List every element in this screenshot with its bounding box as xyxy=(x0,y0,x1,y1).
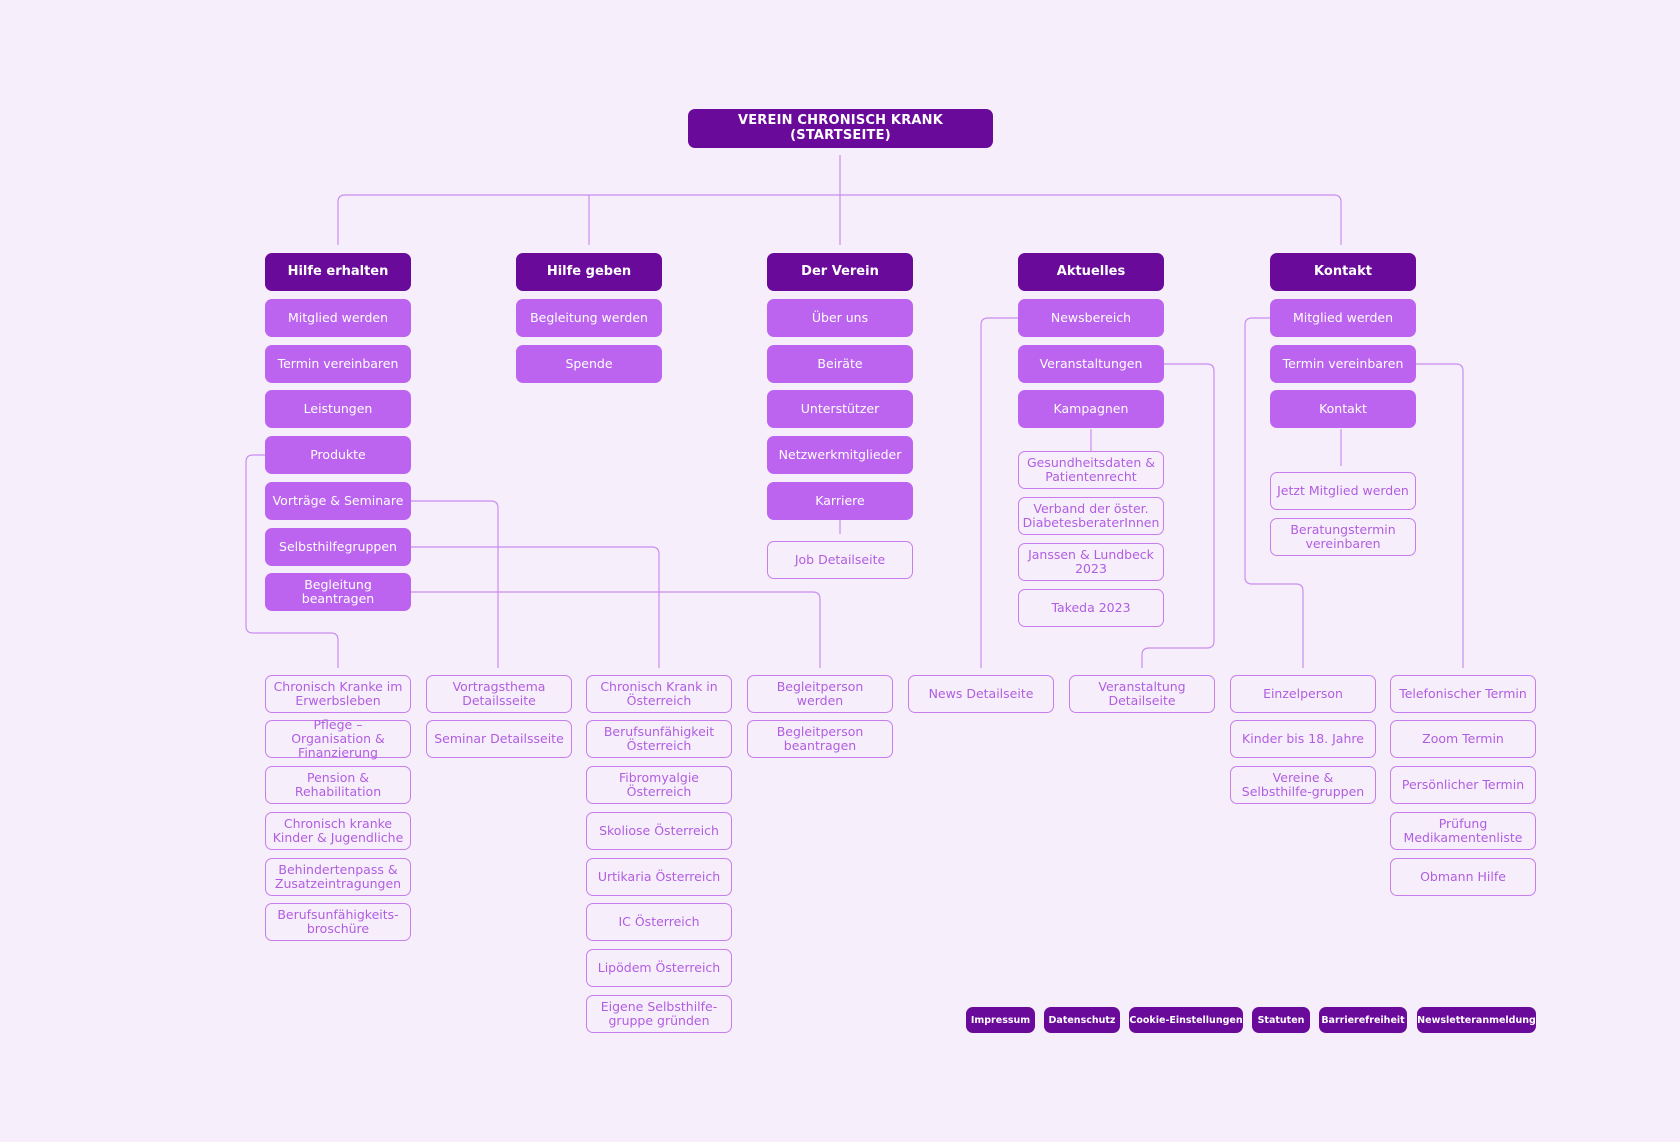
produkte-pension[interactable]: Pension & Rehabilitation xyxy=(265,766,411,804)
kampagne-diabetesberater[interactable]: Verband der öster. DiabetesberaterInnen xyxy=(1018,497,1164,535)
produkte-kinder[interactable]: Chronisch kranke Kinder & Jugendliche xyxy=(265,812,411,850)
section-aktuelles[interactable]: Aktuelles xyxy=(1018,253,1164,291)
termin-medikamentenliste[interactable]: Prüfung Medikamentenliste xyxy=(1390,812,1536,850)
hilfe-geben-begleitung-werden[interactable]: Begleitung werden xyxy=(516,299,662,337)
hilfe-erhalten-vortraege-seminare[interactable]: Vorträge & Seminare xyxy=(265,482,411,520)
kontakt-kontakt[interactable]: Kontakt xyxy=(1270,390,1416,428)
hilfe-erhalten-leistungen[interactable]: Leistungen xyxy=(265,390,411,428)
hilfe-erhalten-produkte[interactable]: Produkte xyxy=(265,436,411,474)
kampagne-gesundheitsdaten[interactable]: Gesundheitsdaten & Patientenrecht xyxy=(1018,451,1164,489)
root-startseite[interactable]: VEREIN CHRONISCH KRANK (STARTSEITE) xyxy=(688,109,993,148)
footer-statuten[interactable]: Statuten xyxy=(1252,1007,1310,1033)
mitglied-kinder[interactable]: Kinder bis 18. Jahre xyxy=(1230,720,1376,758)
veranstaltung-detailseite[interactable]: Veranstaltung Detailseite xyxy=(1069,675,1215,713)
verein-netzwerkmitglieder[interactable]: Netzwerkmitglieder xyxy=(767,436,913,474)
section-hilfe-geben[interactable]: Hilfe geben xyxy=(516,253,662,291)
termin-obmann-hilfe[interactable]: Obmann Hilfe xyxy=(1390,858,1536,896)
verein-ueber-uns[interactable]: Über uns xyxy=(767,299,913,337)
hilfe-erhalten-mitglied-werden[interactable]: Mitglied werden xyxy=(265,299,411,337)
verein-beiraete[interactable]: Beiräte xyxy=(767,345,913,383)
kontakt-termin-vereinbaren[interactable]: Termin vereinbaren xyxy=(1270,345,1416,383)
hilfe-erhalten-begleitung-beantragen[interactable]: Begleitung beantragen xyxy=(265,573,411,611)
aktuelles-veranstaltungen[interactable]: Veranstaltungen xyxy=(1018,345,1164,383)
footer-impressum[interactable]: Impressum xyxy=(966,1007,1035,1033)
kontakt-mitglied-werden[interactable]: Mitglied werden xyxy=(1270,299,1416,337)
kampagne-takeda[interactable]: Takeda 2023 xyxy=(1018,589,1164,627)
verein-unterstuetzer[interactable]: Unterstützer xyxy=(767,390,913,428)
section-kontakt[interactable]: Kontakt xyxy=(1270,253,1416,291)
hilfe-erhalten-selbsthilfegruppen[interactable]: Selbsthilfegruppen xyxy=(265,528,411,566)
vortrag-detailseite[interactable]: Vortragsthema Detailsseite xyxy=(426,675,572,713)
produkte-broschuere[interactable]: Berufsunfähigkeits-broschüre xyxy=(265,903,411,941)
shg-ic[interactable]: IC Österreich xyxy=(586,903,732,941)
kampagne-janssen-lundbeck[interactable]: Janssen & Lundbeck 2023 xyxy=(1018,543,1164,581)
news-detailseite[interactable]: News Detailseite xyxy=(908,675,1054,713)
termin-telefonisch[interactable]: Telefonischer Termin xyxy=(1390,675,1536,713)
kontakt-beratungstermin[interactable]: Beratungstermin vereinbaren xyxy=(1270,518,1416,556)
shg-skoliose[interactable]: Skoliose Österreich xyxy=(586,812,732,850)
hilfe-erhalten-termin-vereinbaren[interactable]: Termin vereinbaren xyxy=(265,345,411,383)
mitglied-einzelperson[interactable]: Einzelperson xyxy=(1230,675,1376,713)
kontakt-jetzt-mitglied-werden[interactable]: Jetzt Mitglied werden xyxy=(1270,472,1416,510)
begleitperson-beantragen[interactable]: Begleitperson beantragen xyxy=(747,720,893,758)
shg-berufsunfaehigkeit[interactable]: Berufsunfähigkeit Österreich xyxy=(586,720,732,758)
shg-eigene-gruenden[interactable]: Eigene Selbsthilfe-gruppe gründen xyxy=(586,995,732,1033)
shg-fibromyalgie[interactable]: Fibromyalgie Österreich xyxy=(586,766,732,804)
shg-lipoedem[interactable]: Lipödem Österreich xyxy=(586,949,732,987)
footer-cookie-einstellungen[interactable]: Cookie-Einstellungen xyxy=(1129,1007,1243,1033)
shg-chronisch-krank[interactable]: Chronisch Krank in Österreich xyxy=(586,675,732,713)
section-hilfe-erhalten[interactable]: Hilfe erhalten xyxy=(265,253,411,291)
seminar-detailseite[interactable]: Seminar Detailsseite xyxy=(426,720,572,758)
produkte-pflege[interactable]: Pflege – Organisation & Finanzierung xyxy=(265,718,411,760)
footer-barrierefreiheit[interactable]: Barrierefreiheit xyxy=(1319,1007,1407,1033)
termin-zoom[interactable]: Zoom Termin xyxy=(1390,720,1536,758)
shg-urtikaria[interactable]: Urtikaria Österreich xyxy=(586,858,732,896)
produkte-behindertenpass[interactable]: Behindertenpass & Zusatzeintragungen xyxy=(265,858,411,896)
mitglied-vereine[interactable]: Vereine & Selbsthilfe-gruppen xyxy=(1230,766,1376,804)
begleitperson-werden[interactable]: Begleitperson werden xyxy=(747,675,893,713)
produkte-erwerbsleben[interactable]: Chronisch Kranke im Erwerbsleben xyxy=(265,675,411,713)
aktuelles-kampagnen[interactable]: Kampagnen xyxy=(1018,390,1164,428)
hilfe-geben-spende[interactable]: Spende xyxy=(516,345,662,383)
section-der-verein[interactable]: Der Verein xyxy=(767,253,913,291)
termin-persoenlich[interactable]: Persönlicher Termin xyxy=(1390,766,1536,804)
footer-newsletteranmeldung[interactable]: Newsletteranmeldung xyxy=(1417,1007,1536,1033)
footer-datenschutz[interactable]: Datenschutz xyxy=(1044,1007,1120,1033)
aktuelles-newsbereich[interactable]: Newsbereich xyxy=(1018,299,1164,337)
verein-karriere[interactable]: Karriere xyxy=(767,482,913,520)
verein-job-detailseite[interactable]: Job Detailseite xyxy=(767,541,913,579)
